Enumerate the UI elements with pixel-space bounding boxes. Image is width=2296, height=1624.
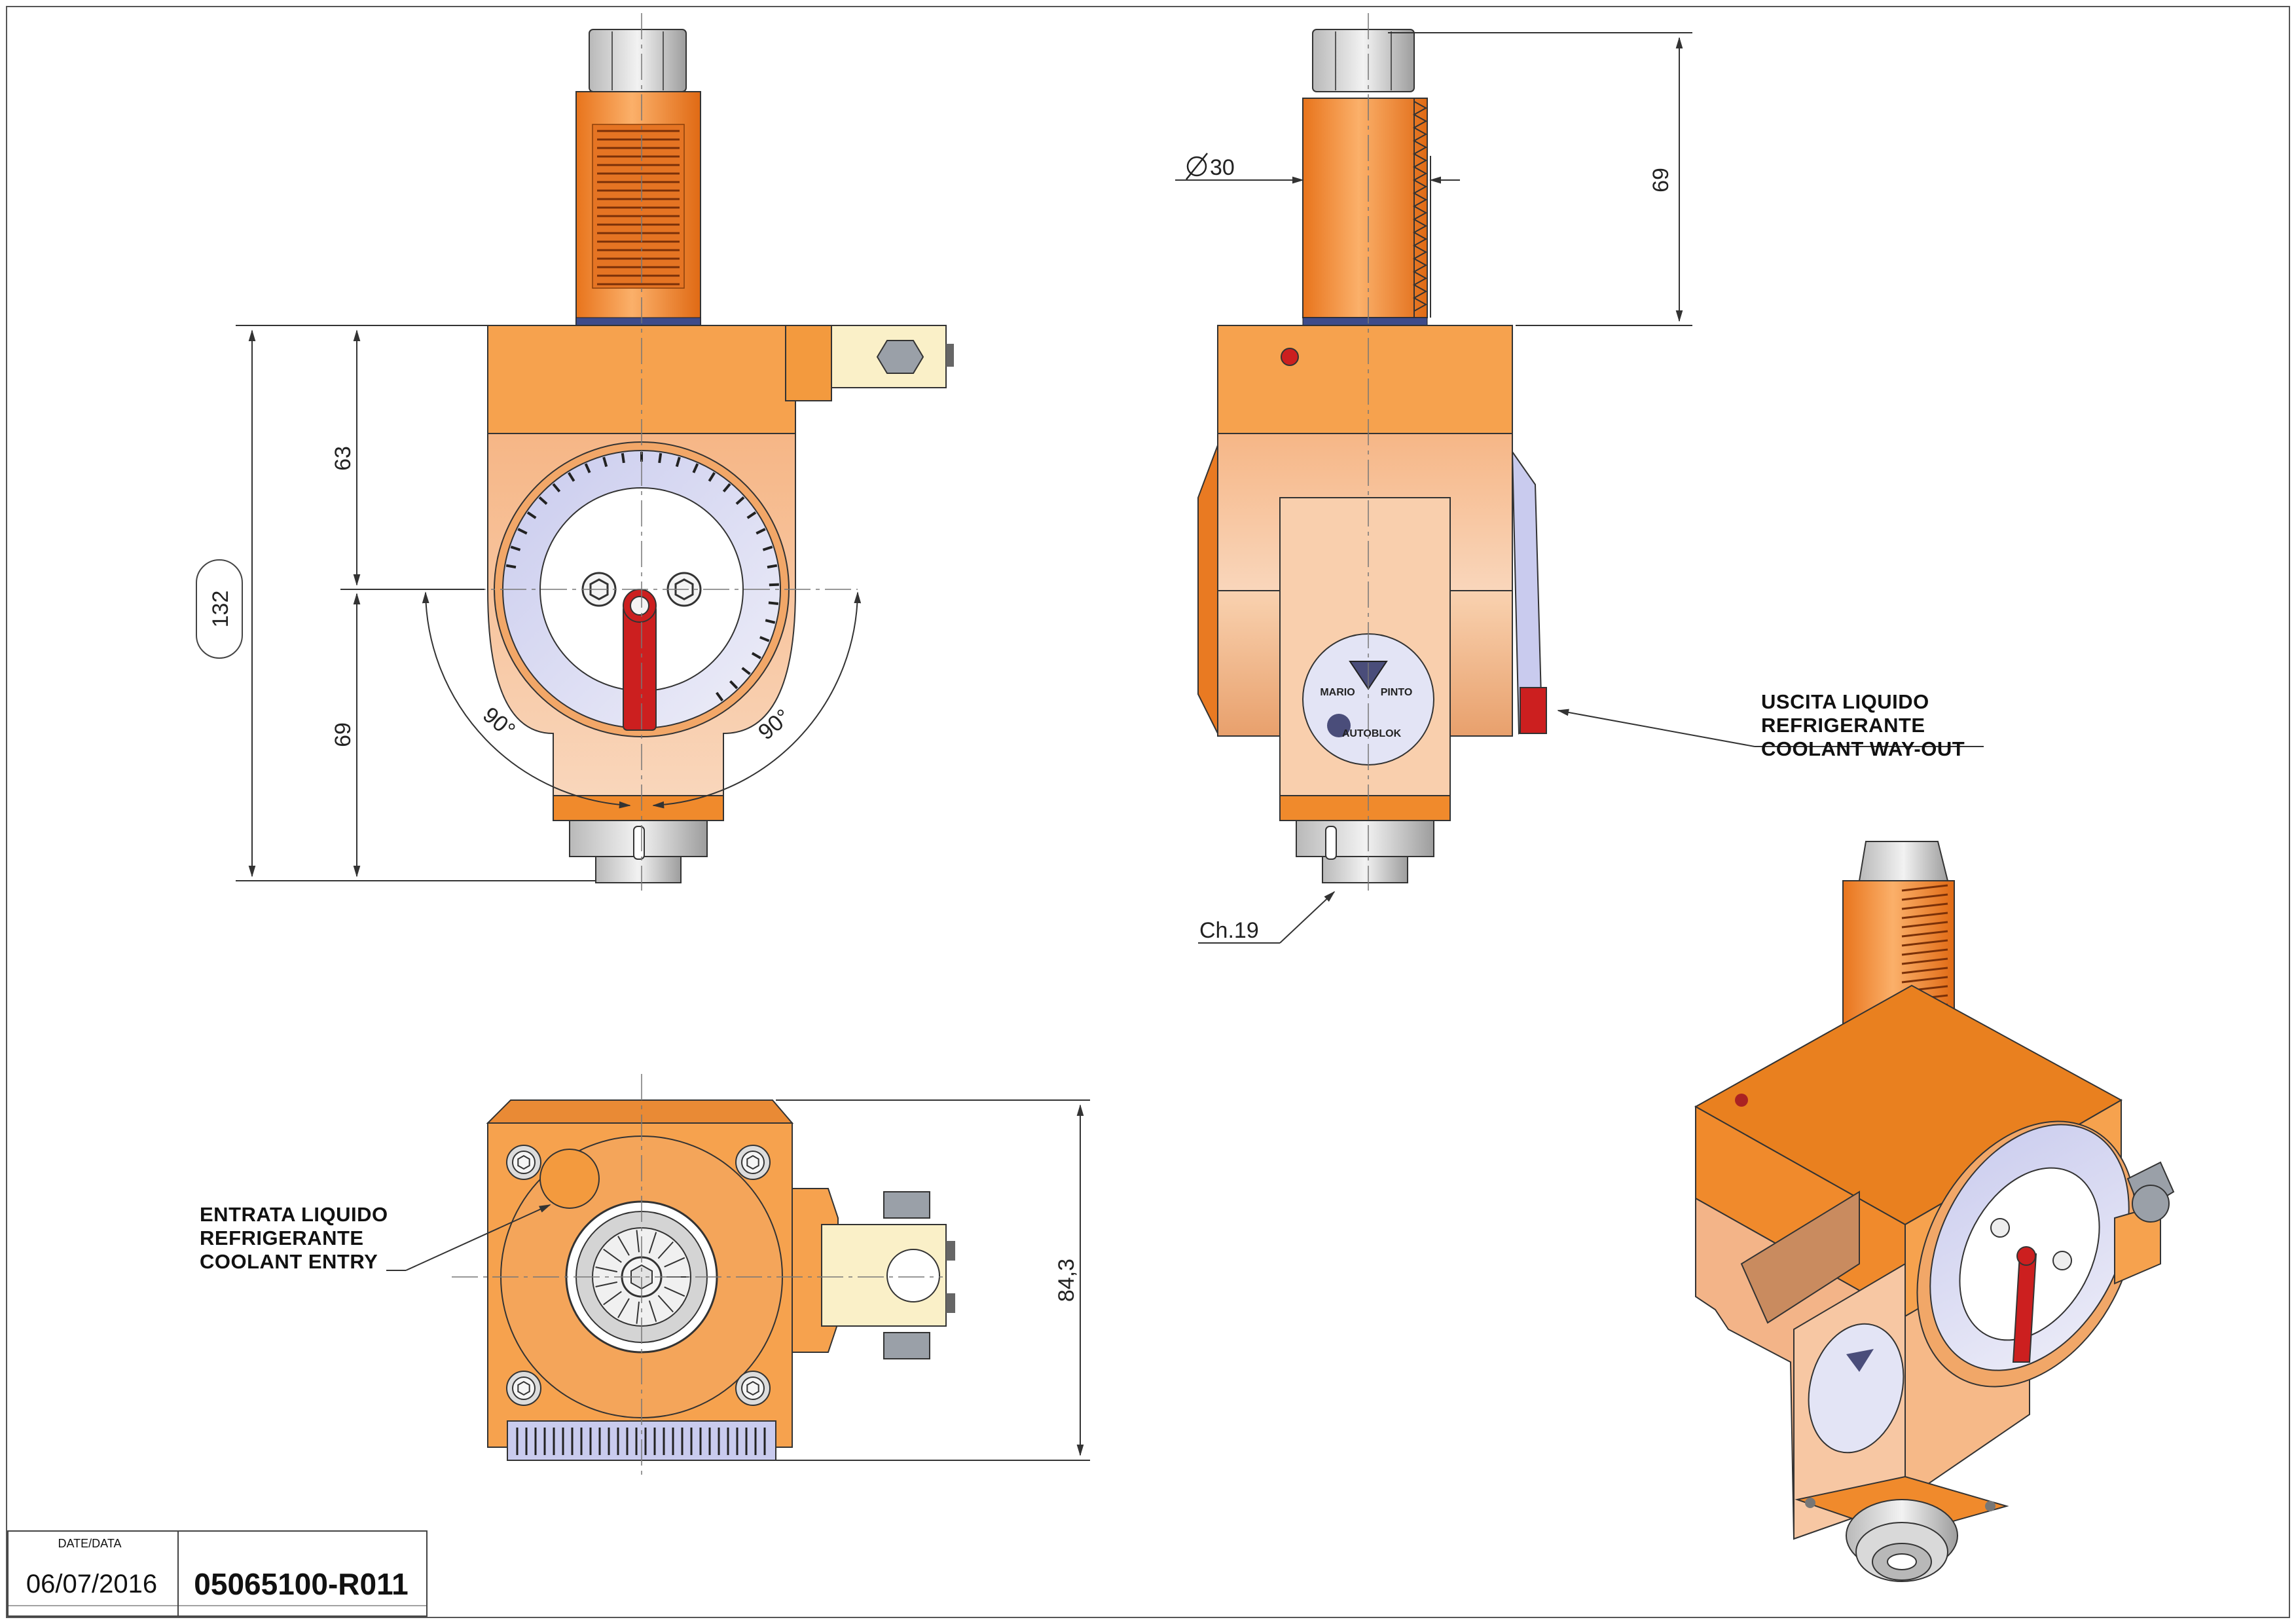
title-block-date: 06/07/2016 [26, 1570, 157, 1598]
dim-flange-depth: 84,3 [1054, 1259, 1079, 1302]
title-block-drawing-code: 05065100-R011 [194, 1567, 408, 1601]
dim-shank-length: 69 [1649, 168, 1673, 193]
title-block-date-label: DATE/DATA [58, 1537, 121, 1550]
side-view: MARIO PINTO AUTOBLOK [1197, 13, 1547, 891]
logo-text-3: AUTOBLOK [1342, 728, 1402, 739]
logo-text-2: PINTO [1381, 687, 1413, 698]
dim-lower-height: 69 [331, 722, 355, 747]
dim-chamfer: Ch.19 [1199, 918, 1259, 943]
dim-shank-diameter: 30 [1210, 155, 1235, 180]
dim-upper-height: 63 [331, 446, 355, 471]
top-dimensions [386, 1099, 1090, 1461]
isometric-view [1694, 841, 2175, 1582]
note-coolant-in-1: ENTRATA LIQUIDO [200, 1203, 388, 1226]
note-coolant-out-2: REFRIGERANTE [1761, 714, 1925, 737]
note-coolant-in-3: COOLANT ENTRY [200, 1250, 378, 1273]
note-coolant-out-1: USCITA LIQUIDO [1761, 690, 1929, 713]
title-block [7, 1530, 428, 1617]
note-coolant-out-3: COOLANT WAY-OUT [1761, 737, 1965, 760]
dim-overall-height: 132 [208, 591, 233, 628]
side-dimensions [1175, 32, 1984, 944]
logo-text-1: MARIO [1320, 687, 1355, 698]
front-view [419, 13, 954, 891]
top-view [452, 1074, 955, 1480]
front-dimensions [196, 325, 862, 881]
sheet-border [6, 6, 2290, 1618]
note-coolant-in-2: REFRIGERANTE [200, 1227, 364, 1249]
